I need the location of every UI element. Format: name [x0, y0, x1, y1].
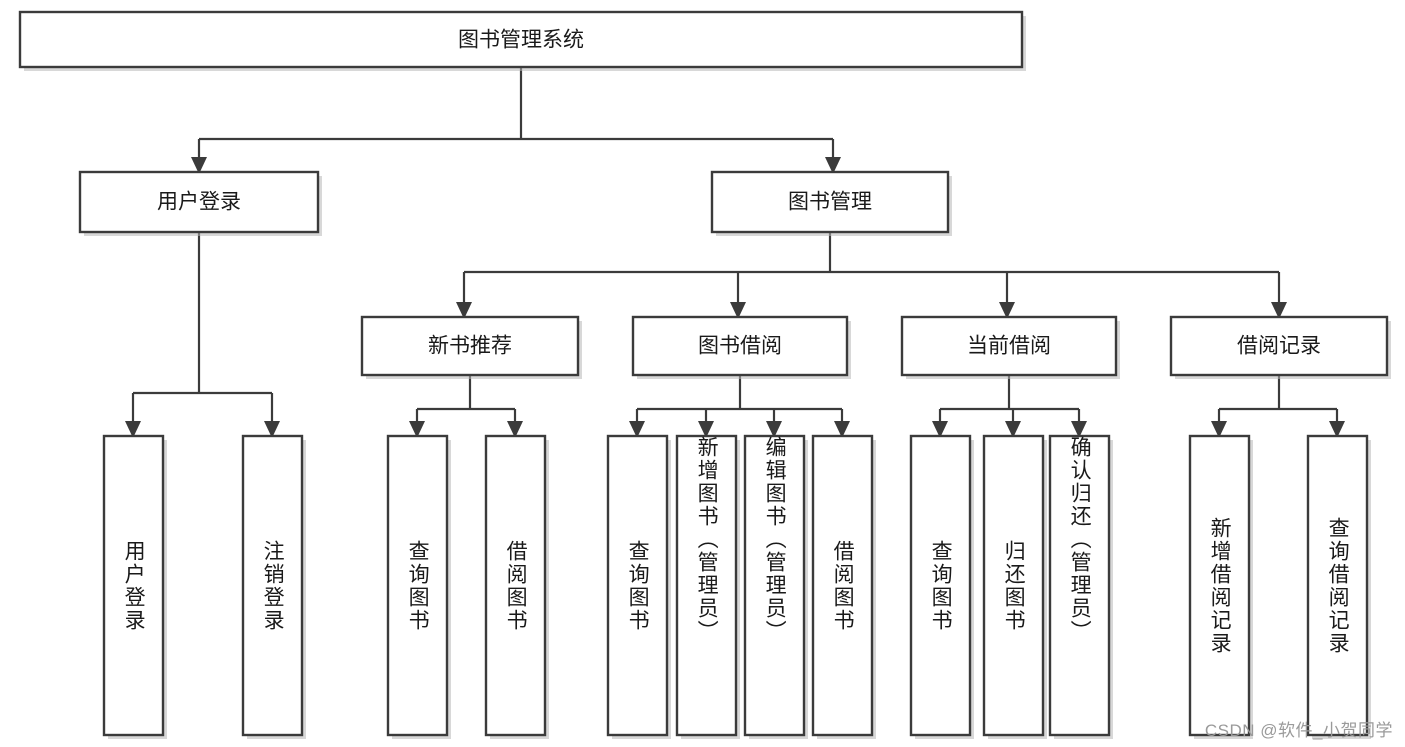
- arrow-to-leaf-edit-book: [766, 421, 782, 438]
- arrow-to-leaf-query-book-2: [629, 421, 645, 438]
- leaf-node-group: [102, 434, 1371, 739]
- arrow-to-leaf-add-record: [1211, 421, 1227, 438]
- node-leaf-add-record[interactable]: [1188, 434, 1253, 739]
- arrow-to-leaf-user-logout: [264, 421, 280, 438]
- arrow-to-leaf-borrow-book-2: [834, 421, 850, 438]
- node-root-label: 图书管理系统: [458, 29, 584, 52]
- node-leaf-query-record[interactable]: [1306, 434, 1371, 739]
- node-leaf-user-login[interactable]: [102, 434, 167, 739]
- arrow-to-leaf-query-book-3: [932, 421, 948, 438]
- arrow-to-leaf-query-book-1: [409, 421, 425, 438]
- arrow-to-current-borrow: [999, 302, 1015, 319]
- arrow-to-leaf-query-record: [1329, 421, 1345, 438]
- arrow-to-book-borrow: [730, 302, 746, 319]
- node-book-borrow-label: 图书借阅: [698, 335, 782, 358]
- node-user-login-box: [78, 170, 320, 234]
- arrow-to-leaf-return-book: [1005, 421, 1021, 438]
- csdn-watermark: CSDN @软件_小贺同学: [1204, 721, 1393, 740]
- node-borrow-record[interactable]: 借阅记录: [1169, 315, 1391, 379]
- node-user-login-label: 用户登录: [157, 191, 241, 214]
- node-current-borrow-label: 当前借阅: [967, 335, 1051, 358]
- node-leaf-query-book-3[interactable]: [909, 434, 974, 739]
- node-book-manage[interactable]: 图书管理: [710, 170, 952, 236]
- arrow-to-leaf-user-login: [125, 421, 141, 438]
- node-current-borrow[interactable]: 当前借阅: [900, 315, 1120, 379]
- node-leaf-query-book-1[interactable]: [386, 434, 451, 739]
- arrow-to-leaf-add-book: [698, 421, 714, 438]
- node-book-manage-label: 图书管理: [788, 191, 872, 214]
- node-leaf-confirm-return[interactable]: [1048, 434, 1113, 739]
- edge-group: [125, 67, 1345, 438]
- node-book-manage-box: [710, 170, 950, 234]
- node-leaf-query-book-2[interactable]: [606, 434, 671, 739]
- node-leaf-user-logout[interactable]: [241, 434, 306, 739]
- arrow-to-leaf-confirm-return: [1071, 421, 1087, 438]
- node-leaf-return-book[interactable]: [982, 434, 1047, 739]
- node-book-borrow[interactable]: 图书借阅: [631, 315, 851, 379]
- node-book-borrow-box: [631, 315, 849, 377]
- node-leaf-borrow-book-2[interactable]: [811, 434, 876, 739]
- arrow-to-leaf-borrow-book-1: [507, 421, 523, 438]
- node-group: 图书管理系统 用户登录 图书管理 新书推荐 图书: [18, 10, 1391, 739]
- arrow-to-borrow-record: [1271, 302, 1287, 319]
- node-current-borrow-box: [900, 315, 1118, 377]
- node-leaf-borrow-book-1[interactable]: [484, 434, 549, 739]
- node-new-book-recommend-label: 新书推荐: [428, 335, 512, 358]
- node-new-book-recommend[interactable]: 新书推荐: [360, 315, 582, 379]
- node-root-box: [18, 10, 1024, 69]
- node-root[interactable]: 图书管理系统: [18, 10, 1026, 71]
- node-leaf-edit-book[interactable]: [743, 434, 808, 739]
- node-new-book-recommend-box: [360, 315, 580, 377]
- node-borrow-record-box: [1169, 315, 1389, 377]
- arrow-root-to-user-login: [191, 157, 207, 174]
- node-borrow-record-label: 借阅记录: [1237, 335, 1321, 358]
- node-leaf-add-book[interactable]: [675, 434, 740, 739]
- arrow-root-to-book-manage: [825, 157, 841, 174]
- node-user-login[interactable]: 用户登录: [78, 170, 322, 236]
- arrow-to-new-book-recommend: [456, 302, 472, 319]
